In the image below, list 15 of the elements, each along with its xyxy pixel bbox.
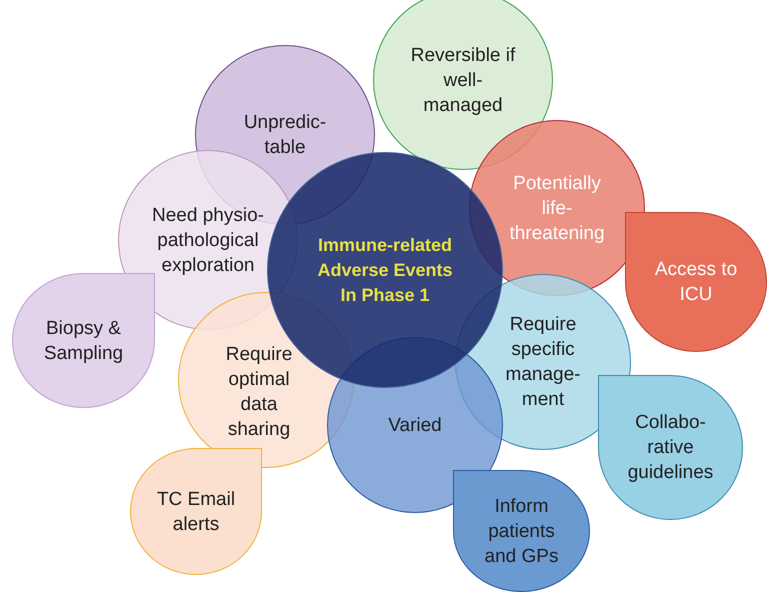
node-text: Access to ICU — [654, 258, 738, 307]
node-text: Require optimal data sharing — [224, 343, 294, 442]
teardrop-callout — [453, 470, 590, 592]
node-text: Require specific manage- ment — [504, 313, 582, 412]
node-text: Collabo- rative guidelines — [626, 411, 714, 485]
node-text: Biopsy & Sampling — [42, 316, 124, 366]
node-text: Potentially life- threatening — [508, 172, 606, 246]
center-title: Immune-related Adverse Events In Phase 1 — [316, 234, 454, 306]
node-text: Varied — [387, 414, 443, 438]
node-text: Inform patients and GPs — [484, 494, 560, 568]
node-text: TC Email alerts — [156, 488, 236, 536]
teardrop-callout — [625, 212, 767, 352]
node-text: Reversible if well- managed — [410, 44, 516, 118]
node-text: Unpredic- table — [242, 111, 328, 160]
node-text: Need physio- pathological exploration — [151, 204, 265, 278]
